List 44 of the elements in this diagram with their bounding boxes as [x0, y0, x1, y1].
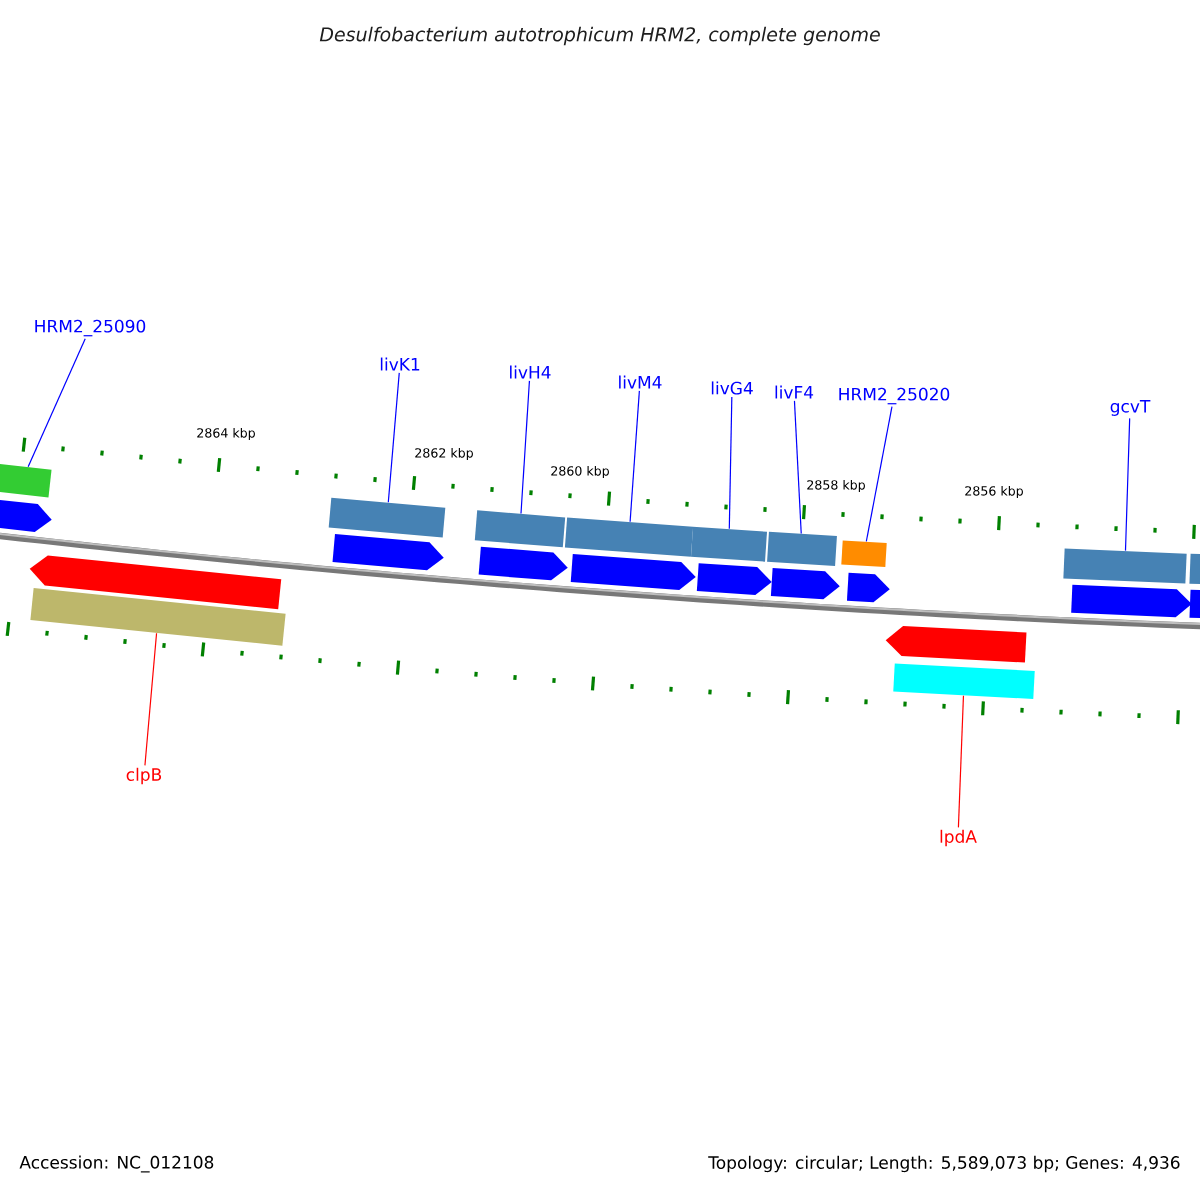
gene-feature	[770, 568, 840, 600]
gene-bar	[564, 517, 694, 557]
gene-bar	[767, 531, 837, 567]
gene-label: gcvT	[1110, 400, 1151, 416]
leader-line	[728, 396, 733, 530]
gene-label: HRM2_25090	[35, 319, 146, 337]
leader-line	[957, 695, 965, 828]
title: Desulfobacterium autotrophicum HRM2, complete genome	[319, 26, 880, 46]
leader-line	[1124, 417, 1131, 552]
gene-label: livG4	[711, 381, 753, 395]
leader-line	[387, 372, 400, 503]
leader-line	[27, 338, 86, 468]
gene-feature	[846, 572, 890, 603]
leader-line	[144, 632, 158, 766]
gene-bar	[841, 540, 887, 567]
gene-label: HRM2_25020	[839, 387, 950, 405]
gene-label: clpB	[126, 767, 162, 785]
leader-line	[520, 380, 531, 515]
leader-line	[629, 390, 640, 523]
footer-text: Topology: circular; Length: 5,589,073 bp; Genes: 4,936	[708, 1155, 1180, 1173]
gene-feature	[478, 546, 568, 581]
gene-bar	[893, 663, 1035, 699]
gene-label: lpdA	[940, 829, 977, 847]
gene-label: livK1	[380, 357, 420, 371]
gene-feature	[1071, 584, 1192, 618]
gene-label: livM4	[619, 375, 662, 389]
gene-bar	[1189, 553, 1200, 585]
gene-feature	[885, 626, 1027, 663]
gene-label: livF4	[775, 385, 814, 399]
gene-feature	[0, 499, 52, 532]
gene-bar	[474, 510, 566, 548]
footer-text: Accession: NC_012108	[19, 1155, 214, 1173]
gene-bar	[30, 588, 286, 646]
gene-label: livH4	[510, 365, 551, 379]
gene-feature	[29, 555, 282, 610]
gene-bar	[691, 526, 767, 562]
leader-line	[865, 406, 893, 543]
gene-bar	[0, 463, 52, 498]
gene-bar	[1189, 589, 1200, 619]
gene-feature	[696, 563, 772, 595]
gene-bar	[328, 497, 446, 538]
gene-feature	[332, 534, 444, 571]
gene-feature	[570, 554, 696, 590]
leader-line	[793, 400, 802, 535]
